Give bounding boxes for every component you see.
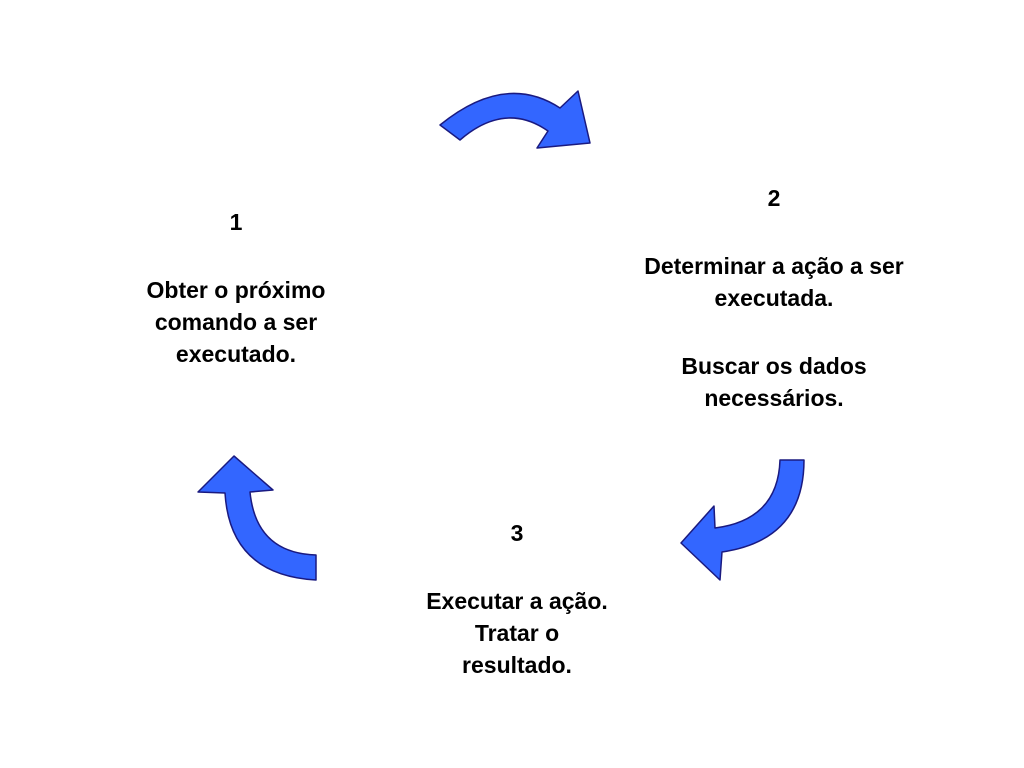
step-3-line: resultado. (462, 652, 572, 678)
step-2-extra-line: necessários. (704, 385, 844, 411)
step-3-spacer (382, 549, 652, 585)
step-3-number: 3 (510, 520, 524, 546)
step-2-number: 2 (767, 185, 781, 211)
step-2-extra-line: Buscar os dados (681, 353, 867, 379)
step-1-spacer (96, 238, 376, 274)
step-2-line: executada. (714, 285, 834, 311)
curved-arrow-right-icon (439, 90, 591, 149)
step-2-spacer (594, 314, 954, 350)
step-1-line: comando a ser (154, 309, 318, 335)
curved-arrow-down-left-icon (680, 459, 805, 581)
step-1-text: 1 Obter o próximo comando a ser executad… (96, 206, 376, 370)
step-3-line: Tratar o (474, 620, 560, 646)
step-1-number: 1 (229, 209, 243, 235)
step-2-text: 2 Determinar a ação a ser executada. Bus… (594, 182, 954, 414)
step-2-spacer (594, 214, 954, 250)
step-3-text: 3 Executar a ação. Tratar o resultado. (382, 517, 652, 681)
step-1-line: Obter o próximo (146, 277, 326, 303)
step-3-line: Executar a ação. (426, 588, 608, 614)
step-1-line: executado. (175, 341, 297, 367)
curved-arrow-up-icon (197, 455, 317, 581)
step-2-line: Determinar a ação a ser (644, 253, 904, 279)
